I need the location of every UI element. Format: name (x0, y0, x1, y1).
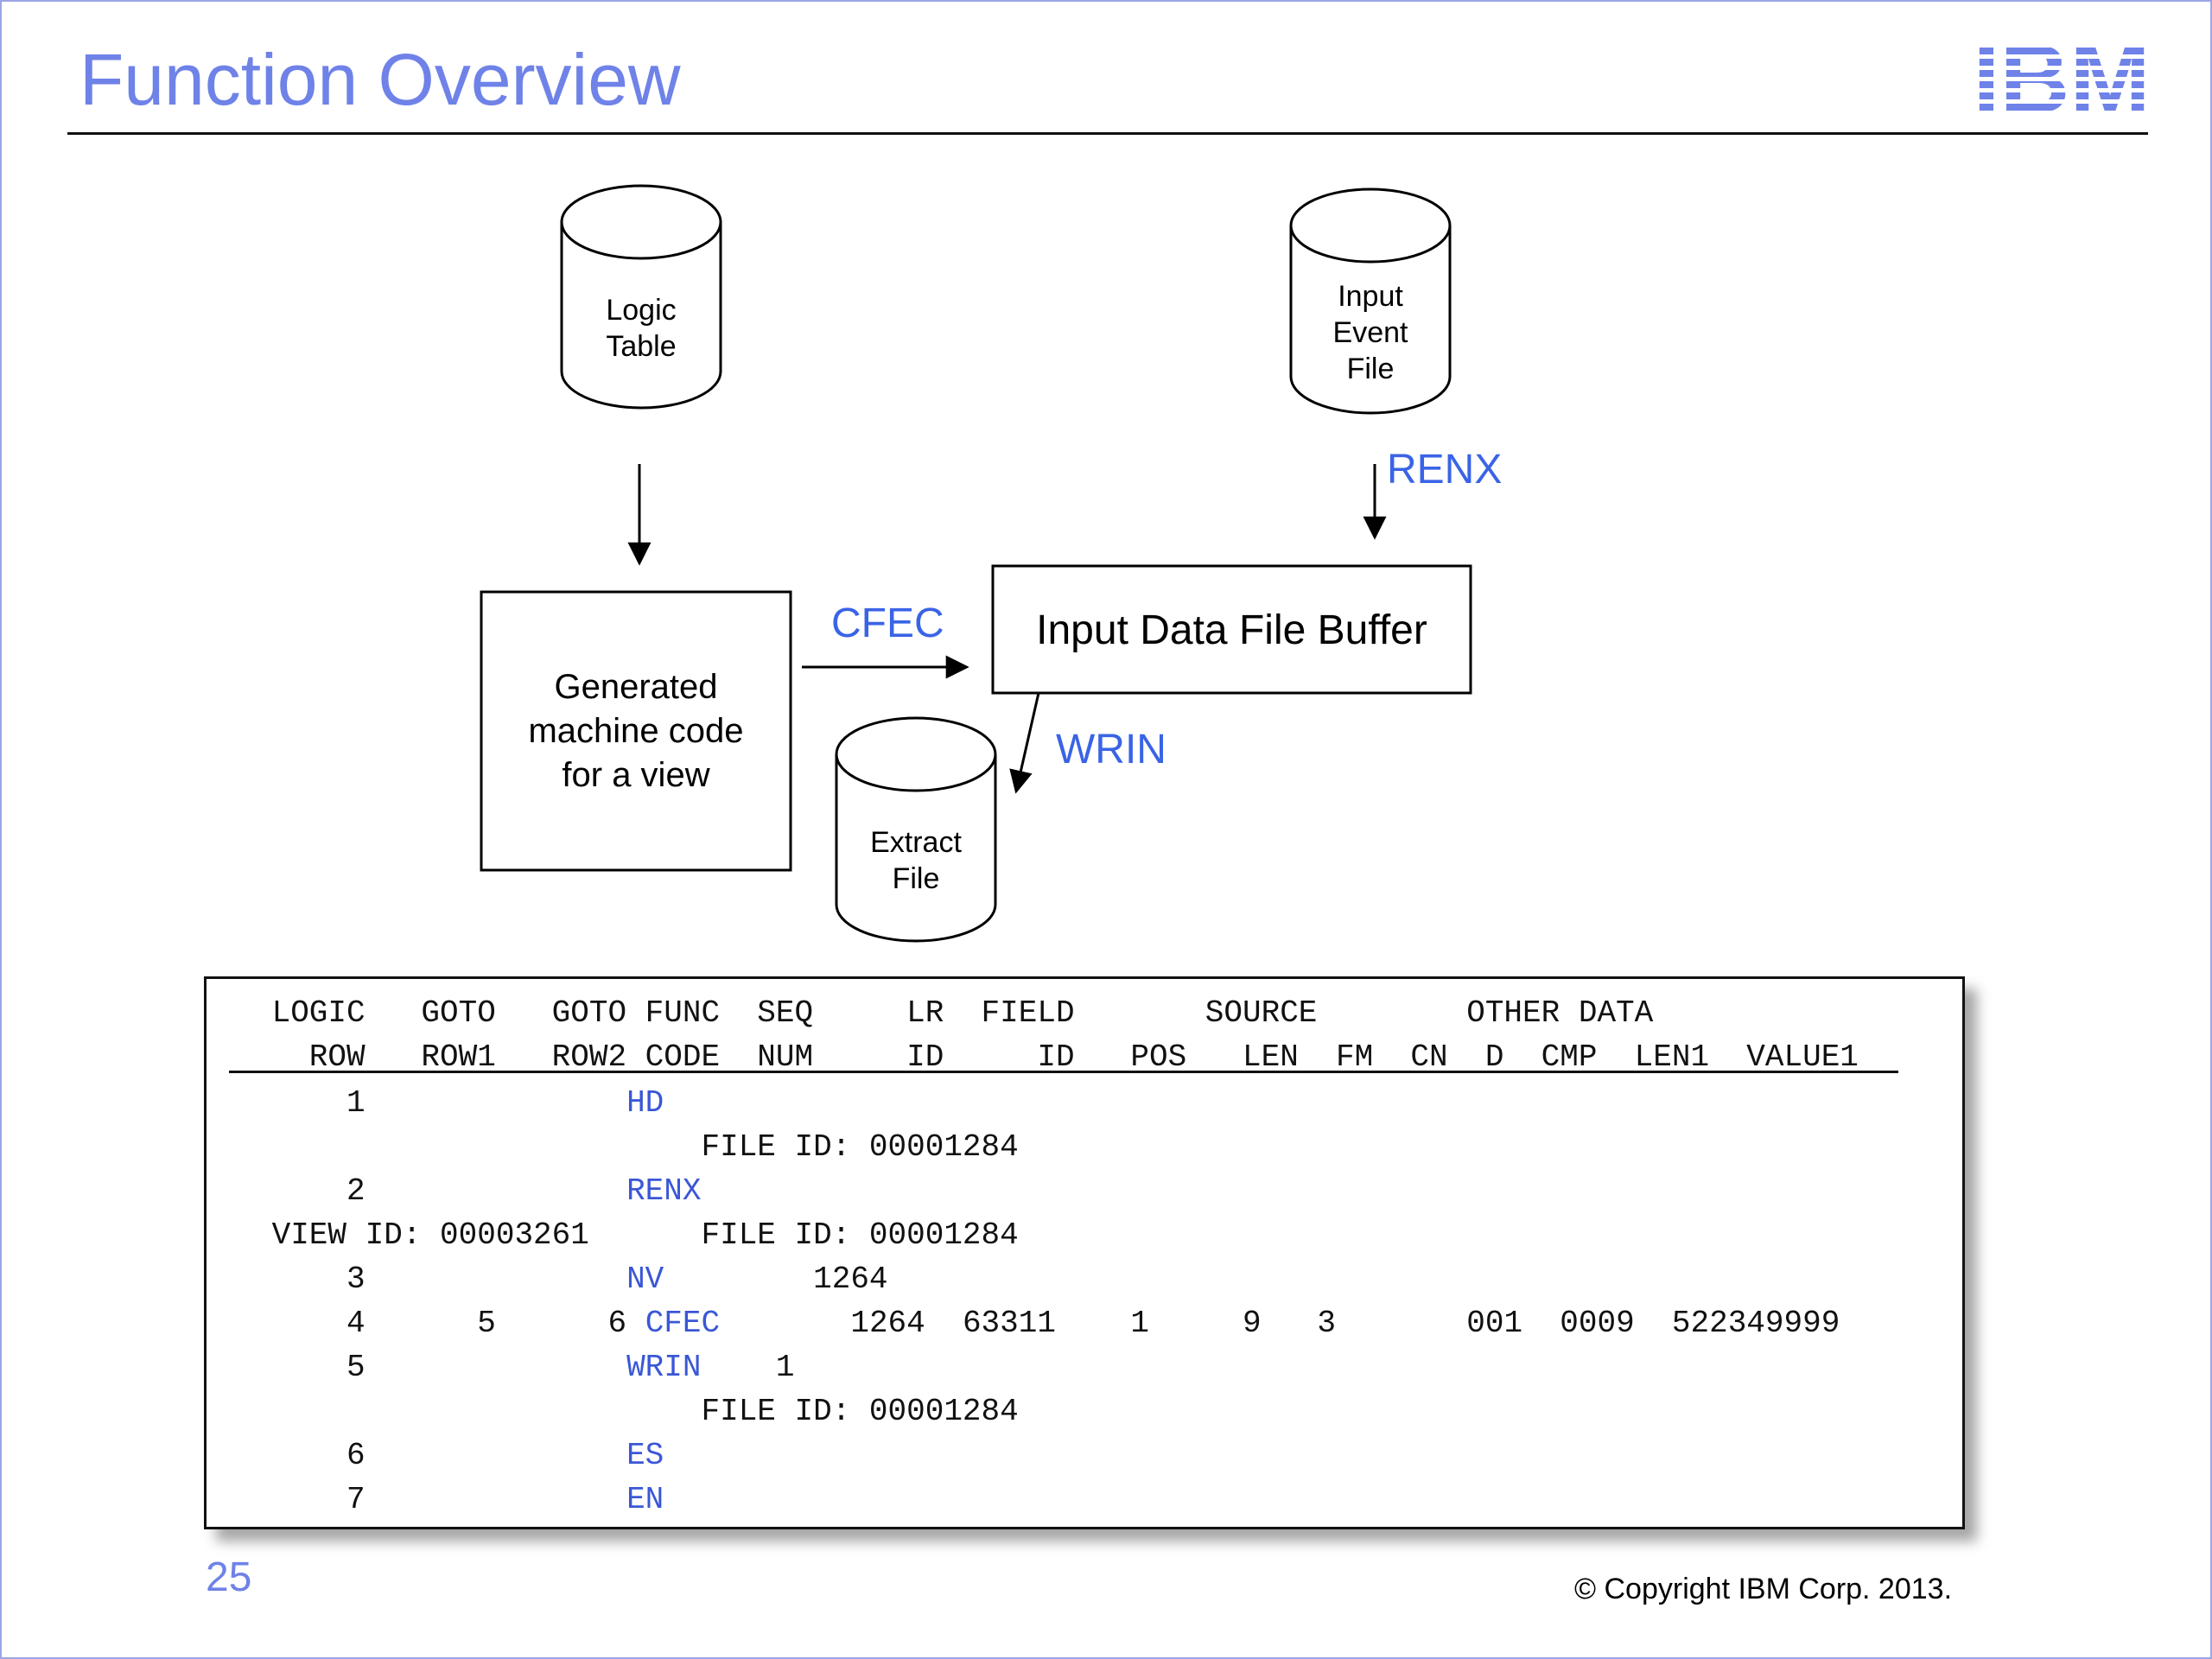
table-row: VIEW ID: 00003261 FILE ID: 00001284 (253, 1217, 1019, 1253)
svg-text:IBM: IBM (1973, 36, 2150, 118)
flow-diagram (480, 184, 1472, 943)
table-rows: 1 HD FILE ID: 00001284 2 RENX VIEW ID: 0… (253, 1081, 1840, 1522)
table-row: 1 HD (253, 1085, 664, 1121)
renx-edge-label: RENX (1387, 447, 1503, 493)
arrow-buffer-to-extract (1009, 692, 1040, 794)
input-buffer-box (991, 564, 1472, 695)
copyright-notice: © Copyright IBM Corp. 2013. (1574, 1573, 1953, 1605)
input-event-file-label: Input Event File (1332, 280, 1408, 385)
slide-title: Function Overview (79, 39, 681, 120)
wrin-edge-label: WRIN (1056, 727, 1166, 772)
table-row: FILE ID: 00001284 (253, 1129, 1019, 1165)
table-row: 5 WRIN 1 (253, 1350, 795, 1385)
table-row: 2 RENX (253, 1173, 702, 1209)
table-header-line-1: LOGIC GOTO GOTO FUNC SEQ LR FIELD SOURCE… (253, 995, 1654, 1031)
extract-file-cylinder (835, 716, 997, 943)
extract-file-label: Extract File (870, 826, 962, 895)
table-header: LOGIC GOTO GOTO FUNC SEQ LR FIELD SOURCE… (253, 991, 1859, 1079)
generated-code-label: Generated machine code for a view (528, 668, 744, 794)
table-row: 3 NV 1264 (253, 1262, 888, 1297)
table-header-divider (229, 1071, 1898, 1073)
table-row: 4 5 6 CFEC 1264 63311 1 9 3 001 0009 522… (253, 1306, 1840, 1341)
ibm-logo-icon: IBM (1973, 36, 2150, 118)
logic-table-label: Logic Table (606, 294, 677, 363)
logic-table-cylinder (560, 184, 722, 410)
input-buffer-label: Input Data File Buffer (1036, 607, 1427, 653)
table-row: 6 ES (253, 1438, 664, 1473)
page-number: 25 (206, 1554, 252, 1600)
generated-code-box (480, 590, 792, 872)
logic-table-listing: LOGIC GOTO GOTO FUNC SEQ LR FIELD SOURCE… (204, 976, 1965, 1529)
table-row: 7 EN (253, 1482, 664, 1517)
title-divider (67, 132, 2148, 135)
table-row: FILE ID: 00001284 (253, 1394, 1019, 1429)
cfec-edge-label: CFEC (831, 601, 944, 646)
input-event-file-cylinder (1289, 188, 1452, 415)
table-header-line-2: ROW ROW1 ROW2 CODE NUM ID ID POS LEN FM … (253, 1039, 1859, 1075)
